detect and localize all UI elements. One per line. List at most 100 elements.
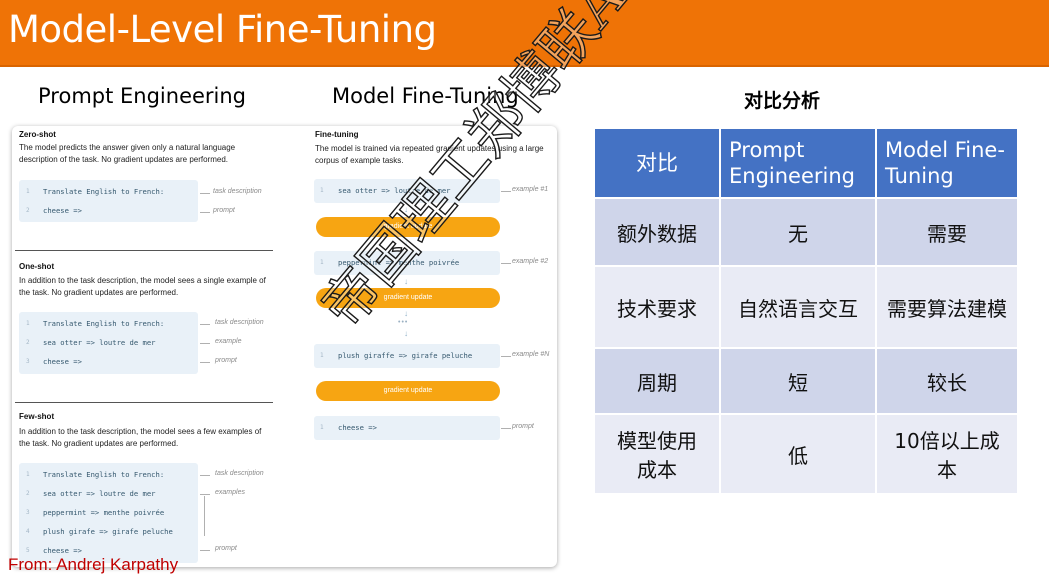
down-arrow-icon: ↓ [404,329,408,338]
table-row: 模型使用成本 低 10倍以上成本 [595,415,1017,493]
code-line: Translate English to French: [43,319,165,328]
fine-tuning-title: Fine-tuning [315,130,359,139]
few-shot-title: Few-shot [19,412,55,421]
gradient-update-badge: gradient update [316,381,500,401]
one-shot-code-box: 1 Translate English to French: 2 sea ott… [19,312,198,374]
fine-tuning-example-2: 1 peppermint => menthe poivrée [314,251,500,275]
table-cell: 10倍以上成本 [877,415,1017,493]
annotation-pointer [200,494,210,495]
line-number: 1 [26,188,30,195]
line-number: 2 [26,490,30,497]
line-number: 2 [26,207,30,214]
code-line: plush giraffe => girafe peluche [338,351,473,360]
code-line: Translate English to French: [43,470,165,479]
table-header-cell: 对比 [595,129,719,197]
table-cell: 较长 [877,349,1017,413]
line-number: 3 [26,358,30,365]
down-arrow-icon: ↓ [404,277,408,286]
annotation-pointer [200,550,210,551]
zero-shot-code-box: 1 Translate English to French: 2 cheese … [19,180,198,222]
table-cell: 额外数据 [595,199,719,265]
section-divider [15,402,273,403]
zero-shot-desc: The model predicts the answer given only… [19,143,236,164]
line-number: 2 [26,339,30,346]
annotation: prompt [215,357,237,364]
fine-tuning-example-n: 1 plush giraffe => girafe peluche [314,344,500,368]
table-cell: 需要算法建模 [877,267,1017,347]
line-number: 1 [26,471,30,478]
one-shot-desc: In addition to the task description, the… [19,276,266,297]
down-arrow-icon: ↓ [404,205,408,214]
annotation: prompt [213,207,235,214]
down-arrow-icon: ↓ [404,309,408,318]
table-cell: 需要 [877,199,1017,265]
line-number: 3 [26,509,30,516]
line-number: 1 [320,187,324,194]
table-cell: 模型使用成本 [595,415,719,493]
gradient-update-badge: gradient update [316,217,500,237]
karpathy-figure: Zero-shot The model predicts the answer … [12,126,557,567]
table-cell: 无 [721,199,875,265]
slide-title: Model-Level Fine-Tuning [8,8,437,51]
section-divider [15,250,273,251]
code-line: peppermint => menthe poivrée [338,258,460,267]
prompt-engineering-heading: Prompt Engineering [38,84,247,108]
annotation-pointer [200,343,210,344]
line-number: 1 [320,259,324,266]
line-number: 1 [320,352,324,359]
code-line: cheese => [43,357,82,366]
code-line: sea otter => loutre de mer [43,338,156,347]
line-number: 4 [26,528,30,535]
code-line: sea otter => loutre de mer [43,489,156,498]
annotation: example #N [512,351,550,358]
few-shot-code-box: 1 Translate English to French: 2 sea ott… [19,463,198,563]
code-line: sea otter => loutre de mer [338,186,451,195]
annotation-pointer [501,191,511,192]
table-row: 额外数据 无 需要 [595,199,1017,265]
line-number: 1 [26,320,30,327]
annotation: task description [215,319,264,326]
code-line: cheese => [338,423,377,432]
fine-tuning-prompt: 1 cheese => [314,416,500,440]
annotation-pointer [501,428,511,429]
examples-bracket [204,496,205,536]
table-cell: 自然语言交互 [721,267,875,347]
annotation: example [215,338,242,345]
line-number: 1 [320,424,324,431]
code-line: plush girafe => girafe peluche [43,527,173,536]
table-header-cell: Model Fine-Tuning [877,129,1017,197]
table-row: 周期 短 较长 [595,349,1017,413]
annotation: prompt [512,423,534,430]
model-fine-tuning-heading: Model Fine-Tuning [332,84,519,108]
annotation: example #2 [512,258,549,265]
table-cell: 低 [721,415,875,493]
annotation: example #1 [512,186,549,193]
title-bar: Model-Level Fine-Tuning [0,0,1049,67]
line-number: 5 [26,547,30,554]
code-line: Translate English to French: [43,187,165,196]
table-cell: 短 [721,349,875,413]
down-arrow-icon: ↓ [404,238,408,247]
table-header-cell: Prompt Engineering [721,129,875,197]
annotation: task description [213,188,262,195]
annotation: examples [215,489,245,496]
table-cell: 技术要求 [595,267,719,347]
annotation-pointer [200,362,210,363]
few-shot-desc: In addition to the task description, the… [19,427,262,448]
annotation-pointer [200,475,210,476]
table-row: 技术要求 自然语言交互 需要算法建模 [595,267,1017,347]
one-shot-title: One-shot [19,262,55,271]
annotation-pointer [501,263,511,264]
source-credit: From: Andrej Karpathy [8,555,179,574]
annotation-pointer [200,212,210,213]
table-header-row: 对比 Prompt Engineering Model Fine-Tuning [595,129,1017,197]
annotation-pointer [200,324,210,325]
code-line: peppermint => menthe poivrée [43,508,165,517]
annotation: task description [215,470,264,477]
zero-shot-title: Zero-shot [19,130,56,139]
comparison-table: 对比 Prompt Engineering Model Fine-Tuning … [593,127,1019,495]
comparison-heading: 对比分析 [744,90,821,112]
gradient-update-badge: gradient update [316,288,500,308]
code-line: cheese => [43,546,82,555]
annotation: prompt [215,545,237,552]
